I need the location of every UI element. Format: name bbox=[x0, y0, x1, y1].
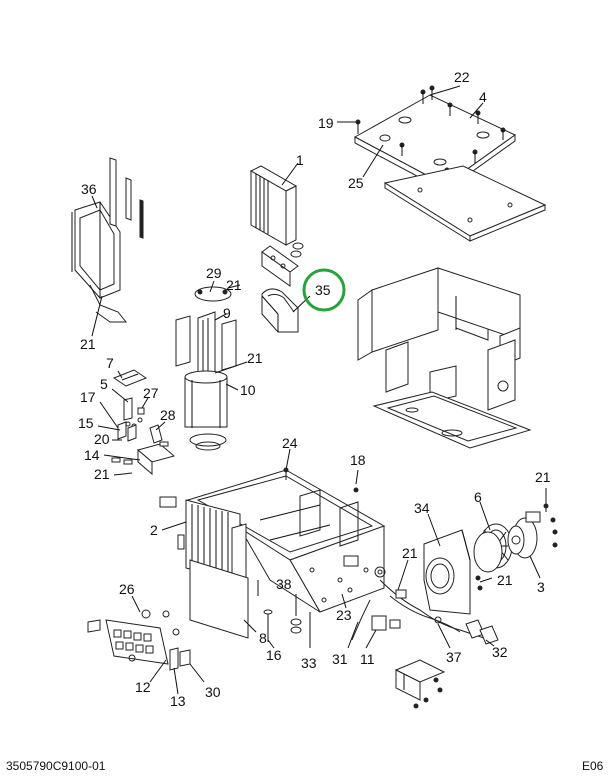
wiring-harness bbox=[351, 579, 499, 645]
callout-21-lower-left: 21 bbox=[94, 466, 110, 482]
small-hardware-parts bbox=[111, 369, 176, 476]
callout-16: 16 bbox=[266, 647, 282, 663]
callout-34: 34 bbox=[414, 500, 430, 516]
callout-31: 31 bbox=[332, 651, 348, 667]
callout-25: 25 bbox=[348, 175, 364, 191]
callout-24: 24 bbox=[282, 435, 298, 451]
cover-panel-8 bbox=[189, 559, 249, 639]
callout-11: 11 bbox=[360, 651, 375, 667]
callout-36: 36 bbox=[81, 181, 97, 197]
callout-33: 33 bbox=[301, 655, 317, 671]
callout-8: 8 bbox=[259, 630, 267, 646]
callout-26: 26 bbox=[119, 581, 135, 597]
callout-2: 2 bbox=[150, 522, 158, 538]
callout-5: 5 bbox=[100, 376, 108, 392]
callout-35: 35 bbox=[315, 282, 331, 298]
insulation-panels bbox=[357, 267, 532, 449]
footer-page-code: E06 bbox=[582, 759, 604, 773]
blower-housing bbox=[423, 529, 471, 615]
callout-1: 1 bbox=[296, 152, 304, 168]
callout-19: 19 bbox=[318, 115, 334, 131]
callout-21-right: 21 bbox=[535, 469, 551, 485]
callout-6: 6 bbox=[474, 489, 482, 505]
callout-21-blower: 21 bbox=[402, 545, 418, 561]
callout-29: 29 bbox=[206, 265, 222, 281]
callout-13: 13 bbox=[170, 693, 186, 709]
evaporator-core bbox=[177, 499, 247, 587]
main-case bbox=[186, 469, 386, 613]
filter-housing bbox=[249, 165, 298, 246]
callout-4: 4 bbox=[479, 89, 487, 105]
callout-30: 30 bbox=[205, 684, 221, 700]
callout-9: 9 bbox=[223, 305, 231, 321]
callout-22: 22 bbox=[454, 69, 470, 85]
blower-motor bbox=[507, 488, 558, 559]
callout-3: 3 bbox=[537, 579, 545, 595]
callout-32: 32 bbox=[492, 644, 508, 660]
callout-17: 17 bbox=[80, 389, 96, 405]
callout-21-left: 21 bbox=[80, 336, 96, 352]
mounting-bracket bbox=[394, 659, 446, 709]
screws bbox=[257, 580, 302, 642]
heater-core-assembly bbox=[175, 284, 241, 451]
duct-part-35 bbox=[261, 288, 299, 333]
callout-20: 20 bbox=[94, 431, 110, 447]
callout-23: 23 bbox=[336, 607, 352, 623]
cover-gasket bbox=[383, 165, 547, 242]
callout-21-blower-lower: 21 bbox=[497, 572, 513, 588]
blower-wheel bbox=[473, 523, 513, 573]
callout-18: 18 bbox=[350, 452, 366, 468]
callout-37: 37 bbox=[446, 649, 462, 665]
callout-27: 27 bbox=[143, 385, 159, 401]
callout-28: 28 bbox=[160, 407, 176, 423]
footer-part-number: 3505790C9100-01 bbox=[6, 759, 106, 773]
highlight-ring-35 bbox=[302, 268, 346, 312]
callout-7: 7 bbox=[106, 355, 114, 371]
control-panel bbox=[87, 619, 191, 671]
callout-21-mid: 21 bbox=[247, 350, 263, 366]
callout-12: 12 bbox=[135, 679, 151, 695]
callout-38: 38 bbox=[276, 576, 292, 592]
callout-10: 10 bbox=[240, 382, 256, 398]
callout-21-upper: 21 bbox=[226, 277, 242, 293]
callout-14: 14 bbox=[84, 447, 100, 463]
callout-15: 15 bbox=[78, 415, 94, 431]
left-side-housing bbox=[71, 157, 144, 323]
callout-labels: 22 4 19 25 1 36 21 29 21 35 9 21 7 5 27 … bbox=[78, 69, 551, 709]
